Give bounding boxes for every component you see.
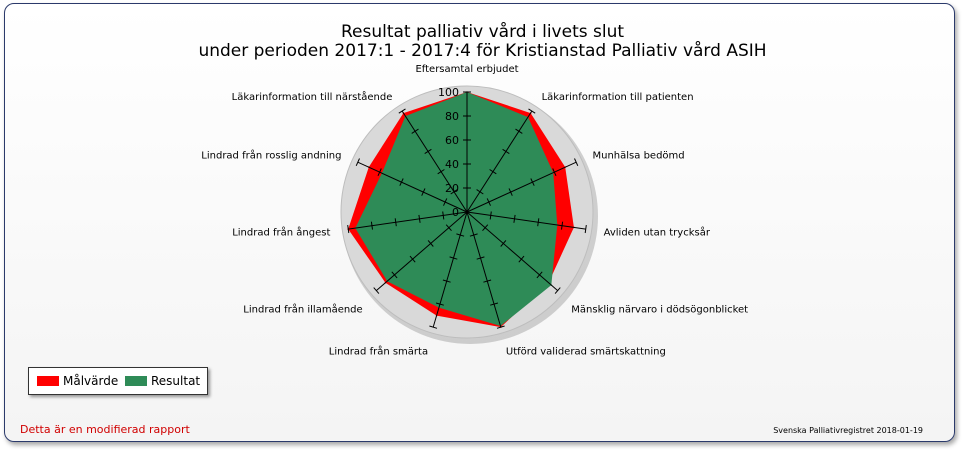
legend: Målvärde Resultat bbox=[28, 367, 208, 395]
category-label-3: Avliden utan trycksår bbox=[604, 226, 711, 239]
axis-tick-1-3 bbox=[502, 148, 510, 155]
axis-spoke-2 bbox=[466, 161, 577, 213]
axis-spoke-3 bbox=[466, 211, 586, 230]
category-label-9: Lindrad från rosslig andning bbox=[201, 149, 341, 162]
axis-tick-8-4 bbox=[370, 221, 373, 230]
category-label-4: Mänsklig närvaro i dödsögonblicket bbox=[571, 304, 748, 315]
axis-tick-8-2 bbox=[418, 214, 421, 223]
axis-tick-7-5 bbox=[373, 287, 380, 294]
axis-tick-4-1 bbox=[482, 224, 489, 232]
axis-spoke-4 bbox=[466, 211, 559, 291]
axis-tick-10-1 bbox=[450, 189, 458, 195]
axis-spoke-9 bbox=[357, 161, 468, 213]
legend-label-target: Målvärde bbox=[63, 374, 119, 388]
axis-tick-10-3 bbox=[424, 148, 432, 155]
axis-tick-2-5 bbox=[574, 158, 579, 167]
radial-tick-label-20: 20 bbox=[445, 182, 459, 195]
axis-spoke-5 bbox=[466, 211, 502, 328]
axis-tick-2-3 bbox=[530, 178, 535, 186]
modified-report-note: Detta är en modifierad rapport bbox=[20, 423, 190, 436]
radial-tick-label-0: 0 bbox=[452, 206, 459, 219]
radial-tick-label-100: 100 bbox=[438, 86, 459, 99]
axis-tick-4-3 bbox=[518, 255, 525, 263]
axis-tick-2-1 bbox=[486, 198, 491, 206]
category-label-6: Lindrad från smärta bbox=[329, 344, 428, 357]
axis-tick-9-3 bbox=[399, 178, 404, 186]
axis-tick-6-2 bbox=[449, 256, 458, 260]
category-label-1: Läkarinformation till patienten bbox=[542, 92, 694, 103]
axis-tick-7-4 bbox=[391, 271, 398, 279]
radial-tick-label-80: 80 bbox=[445, 110, 459, 123]
axis-tick-3-1 bbox=[489, 211, 492, 220]
axis-tick-9-1 bbox=[443, 198, 448, 206]
axis-tick-3-3 bbox=[537, 218, 540, 227]
axis-tick-2-2 bbox=[508, 188, 513, 196]
axis-spoke-1 bbox=[466, 110, 533, 213]
axis-spoke-7 bbox=[375, 211, 468, 291]
legend-item-target: Målvärde bbox=[37, 374, 118, 388]
axis-tick-9-4 bbox=[377, 168, 382, 177]
chart-subtitle: under perioden 2017:1 - 2017:4 för Krist… bbox=[198, 41, 767, 61]
category-label-7: Lindrad från illamående bbox=[243, 302, 362, 315]
legend-swatch-result bbox=[125, 376, 147, 386]
legend-swatch-target bbox=[37, 376, 59, 386]
legend-label-result: Resultat bbox=[151, 374, 201, 388]
axis-tick-7-2 bbox=[427, 240, 434, 247]
legend-item-result: Resultat bbox=[125, 374, 200, 388]
chart-title: Resultat palliativ vård i livets slut bbox=[340, 22, 625, 42]
axis-tick-5-3 bbox=[483, 279, 492, 283]
category-label-5: Utförd validerad smärtskattning bbox=[506, 346, 666, 357]
radial-tick-label-40: 40 bbox=[445, 158, 459, 171]
axis-tick-3-2 bbox=[513, 214, 516, 223]
axis-tick-1-1 bbox=[476, 189, 484, 195]
axis-spoke-8 bbox=[348, 211, 468, 230]
axis-tick-6-1 bbox=[456, 233, 465, 237]
axis-tick-4-2 bbox=[500, 240, 507, 247]
axis-tick-3-4 bbox=[561, 221, 564, 230]
axis-tick-6-4 bbox=[435, 302, 444, 306]
axis-tick-8-1 bbox=[442, 211, 445, 220]
axis-tick-8-3 bbox=[394, 218, 397, 227]
axis-spoke-6 bbox=[432, 211, 468, 328]
axis-tick-5-5 bbox=[496, 325, 505, 329]
axis-tick-9-2 bbox=[421, 188, 426, 196]
axis-tick-3-5 bbox=[584, 225, 587, 234]
category-label-10: Läkarinformation till närstående bbox=[232, 90, 393, 103]
axis-tick-5-1 bbox=[469, 233, 478, 237]
axis-tick-1-4 bbox=[515, 128, 523, 134]
axis-spoke-10 bbox=[401, 110, 468, 213]
axis-tick-5-2 bbox=[476, 256, 485, 260]
axis-tick-8-5 bbox=[347, 225, 350, 234]
radial-tick-label-60: 60 bbox=[445, 134, 459, 147]
axis-tick-4-4 bbox=[536, 271, 543, 279]
axis-tick-1-2 bbox=[489, 169, 497, 175]
category-label-0: Eftersamtal erbjudet bbox=[415, 64, 518, 75]
axis-tick-9-5 bbox=[355, 158, 360, 167]
axis-tick-10-2 bbox=[437, 169, 445, 175]
axis-tick-1-5 bbox=[528, 108, 536, 114]
category-label-2: Munhälsa bedömd bbox=[593, 151, 685, 162]
axis-tick-10-4 bbox=[411, 128, 419, 134]
axis-tick-5-4 bbox=[490, 302, 499, 306]
category-label-8: Lindrad från ångest bbox=[232, 226, 330, 239]
axis-tick-10-5 bbox=[398, 108, 406, 114]
registry-credit: Svenska Palliativregistret 2018-01-19 bbox=[773, 426, 923, 435]
axis-tick-4-5 bbox=[554, 287, 561, 294]
axis-tick-6-3 bbox=[442, 279, 451, 283]
axis-tick-6-5 bbox=[429, 325, 438, 329]
axis-tick-2-4 bbox=[552, 168, 557, 177]
axis-tick-7-3 bbox=[409, 255, 416, 263]
axis-tick-7-1 bbox=[445, 224, 452, 232]
